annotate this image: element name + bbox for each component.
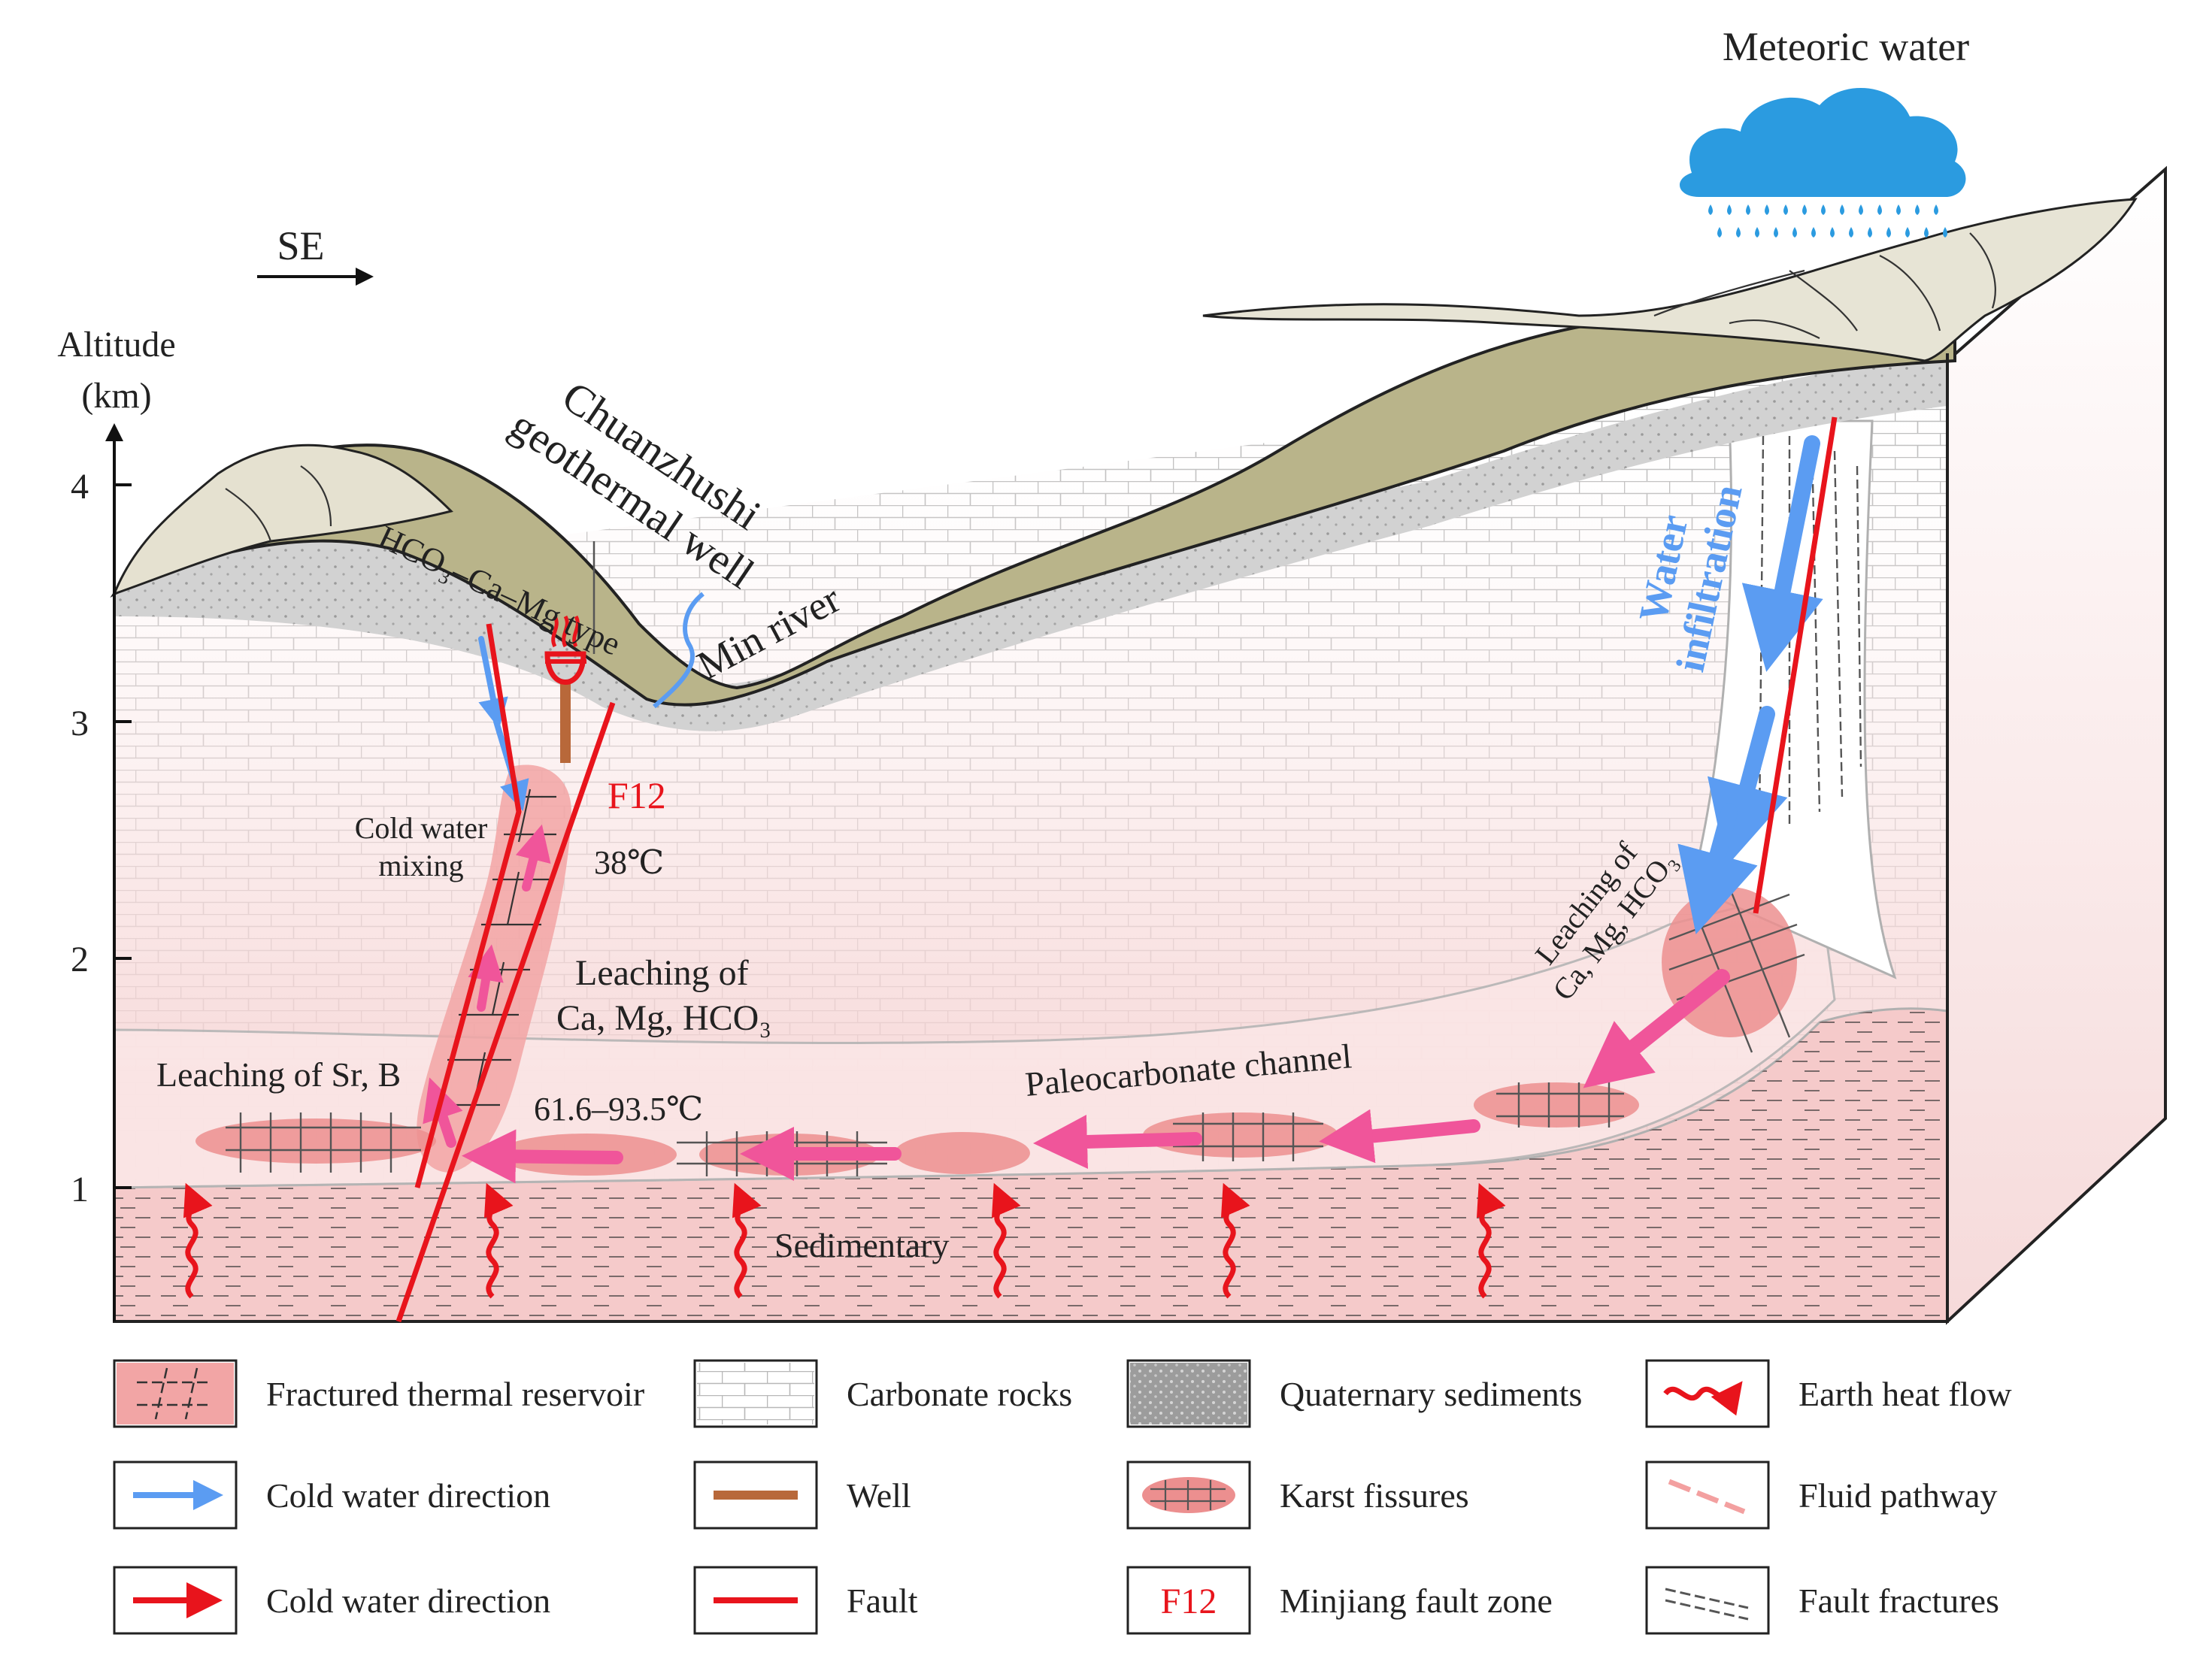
legend-item-fault: Fault — [693, 1566, 918, 1635]
legend-label: Quaternary sediments — [1280, 1375, 1582, 1413]
legend-label: Minjiang fault zone — [1280, 1582, 1553, 1620]
legend-label: Fault fractures — [1798, 1582, 1999, 1620]
axis-tick-2: 2 — [71, 940, 89, 979]
raindrop — [1905, 227, 1910, 238]
legend-item-fractured: Fractured thermal reservoir — [113, 1359, 644, 1428]
raindrop — [1840, 204, 1844, 215]
temp-38-label: 38℃ — [594, 844, 664, 881]
legend-item-quaternary: Quaternary sediments — [1126, 1359, 1582, 1428]
raindrops — [1708, 204, 1947, 238]
raindrop — [1708, 204, 1713, 215]
raindrop — [1765, 204, 1769, 215]
raindrop — [1746, 204, 1750, 215]
raindrop — [1717, 227, 1722, 238]
axis-tick-3: 3 — [71, 704, 89, 743]
legend-item-carbonate: Carbonate rocks — [693, 1359, 1072, 1428]
faults — [395, 416, 1838, 1323]
heat-flow-arrow — [1476, 1182, 1506, 1299]
raindrop — [1755, 227, 1759, 238]
cold-mixing-label-2: mixing — [378, 849, 463, 882]
raindrop — [1915, 204, 1920, 215]
heat-flow-arrow — [991, 1182, 1021, 1299]
sedimentary-label: Sedimentary — [774, 1226, 950, 1264]
legend-swatch — [1645, 1566, 1770, 1635]
raindrop — [1736, 227, 1741, 238]
fluid-pathway-arrows — [423, 824, 1730, 1184]
legend-label: Cold water direction — [266, 1582, 550, 1620]
temp-range-label: 61.6–93.5℃ — [534, 1091, 703, 1128]
raindrop — [1811, 227, 1816, 238]
fault-right — [1753, 416, 1838, 914]
heat-flow-arrow — [483, 1182, 514, 1299]
legend-item-heatflow: Earth heat flow — [1645, 1359, 2012, 1428]
legend-label: Well — [847, 1476, 911, 1515]
legend-item-karst: Karst fissures — [1126, 1461, 1469, 1530]
left-mountain-ridge — [112, 443, 453, 596]
axis-title: Altitude — [57, 325, 175, 365]
leaching-ca-label-1: Leaching of — [575, 953, 749, 993]
legend-item-fracture: Fault fractures — [1645, 1566, 1999, 1635]
raindrop — [1783, 204, 1788, 215]
cold-mixing-label-1: Cold water — [355, 811, 488, 845]
legend-label: Fluid pathway — [1798, 1476, 1997, 1515]
raindrop — [1943, 227, 1947, 238]
fault-f12-main — [395, 701, 616, 1323]
raindrop — [1774, 227, 1778, 238]
legend-label: Fractured thermal reservoir — [266, 1375, 644, 1413]
earth-heat-flow-arrows — [183, 1182, 1506, 1299]
altitude-axis: 1 2 3 4 Altitude (km) — [57, 325, 176, 1321]
paleocarbonate-channel — [113, 885, 1836, 1189]
raindrop — [1896, 204, 1901, 215]
raindrop — [1859, 204, 1863, 215]
legend-f12-box-text: F12 — [1161, 1582, 1217, 1621]
direction-indicator: SE — [257, 223, 374, 286]
legend-swatch — [1126, 1566, 1251, 1635]
legend-label: Earth heat flow — [1798, 1375, 2012, 1413]
geothermal-well — [544, 615, 586, 763]
raindrop — [1727, 204, 1732, 215]
heat-flow-arrow — [183, 1182, 213, 1299]
raindrop — [1802, 204, 1807, 215]
leaching-ca-label-2: Ca, Mg, HCO₃ — [556, 998, 771, 1038]
raindrop — [1830, 227, 1835, 238]
raindrop — [1792, 227, 1797, 238]
raindrop — [1934, 204, 1938, 215]
legend-label: Cold water direction — [266, 1476, 550, 1515]
raindrop — [1924, 227, 1929, 238]
raindrop — [1877, 204, 1882, 215]
legend-label: Carbonate rocks — [847, 1375, 1072, 1413]
axis-tick-1: 1 — [71, 1170, 89, 1209]
steam-icon — [551, 615, 580, 648]
cold-water-arrows — [478, 435, 1823, 935]
legend-item-coldred: Cold water direction — [113, 1566, 550, 1635]
heat-flow-arrow — [1220, 1182, 1250, 1299]
fault-f12-left-branch — [414, 623, 522, 1188]
f12-label: F12 — [608, 774, 666, 816]
min-river — [653, 592, 705, 709]
legend-item-well: Well — [693, 1461, 911, 1530]
direction-label: SE — [277, 223, 324, 268]
axis-unit: (km) — [81, 376, 151, 416]
legend-item-fluid: Fluid pathway — [1645, 1461, 1997, 1530]
legend-swatch — [1645, 1359, 1770, 1428]
raindrop — [1821, 204, 1826, 215]
raindrop — [1868, 227, 1872, 238]
ridge-cracks — [225, 232, 1996, 542]
rain-cloud-icon — [1679, 88, 1966, 238]
axis-tick-4: 4 — [71, 467, 89, 507]
raindrop — [1849, 227, 1853, 238]
raindrop — [1886, 227, 1891, 238]
legend: Fractured thermal reservoir Carbonate roc… — [113, 1359, 2012, 1635]
legend-label: Fault — [847, 1582, 918, 1620]
legend-label: Karst fissures — [1280, 1476, 1469, 1515]
right-mountain-ridge — [1202, 198, 2138, 362]
leaching-sr-label: Leaching of Sr, B — [156, 1055, 401, 1094]
legend-item-coldblue: Cold water direction — [113, 1461, 550, 1530]
legend-item-f12: F12 Minjiang fault zone — [1126, 1566, 1553, 1635]
meteoric-water-label: Meteoric water — [1723, 24, 1969, 69]
block-side-face — [1946, 165, 2167, 1325]
heat-flow-arrow — [732, 1182, 762, 1299]
